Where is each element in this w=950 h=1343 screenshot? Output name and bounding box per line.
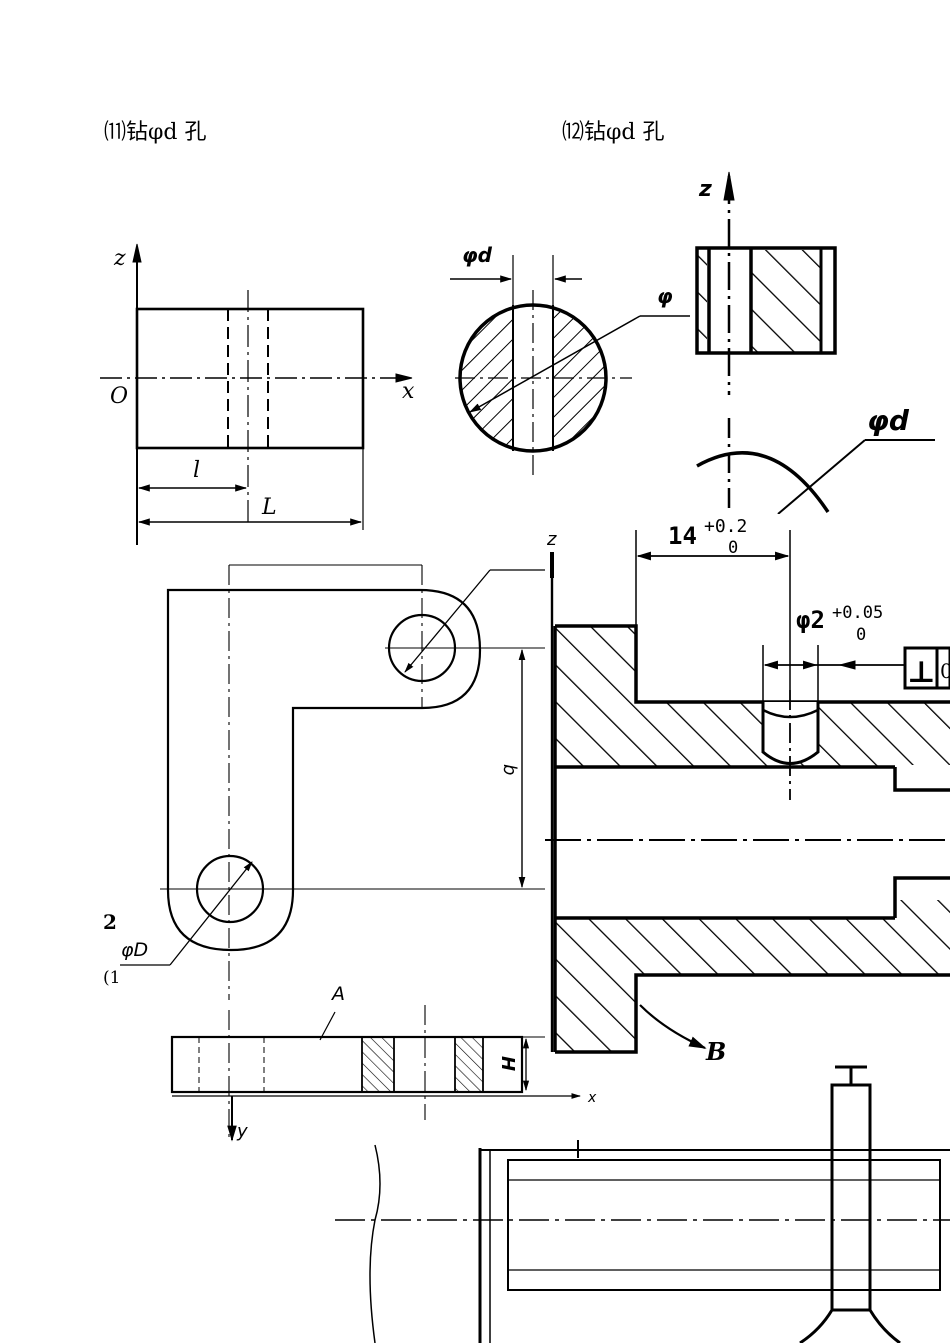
- fig3-dim-b-label: b: [499, 764, 520, 775]
- fig1-dim-l-label: l: [193, 458, 200, 483]
- fig1-phid-label: φd: [462, 243, 493, 267]
- section-outline: [170, 1035, 524, 1094]
- drill-flare-left: [799, 1309, 834, 1343]
- fig1-x-label: x: [402, 379, 415, 404]
- label-A-leader: [319, 1011, 336, 1041]
- fig4-perpendicularity-symbol: ⊥: [907, 655, 936, 690]
- caption-11: ⑾钻φd 孔: [104, 120, 207, 145]
- fragment-paren: (1: [103, 968, 121, 988]
- fig4-perpendicularity-value: 0: [940, 659, 950, 683]
- bore: [555, 767, 950, 918]
- fig4-label-B: B: [705, 1037, 726, 1066]
- lower-outline: [555, 973, 950, 1054]
- upper-hole-leader: [404, 569, 491, 673]
- caption-12: ⑿钻φd 孔: [562, 120, 665, 145]
- l-link-outline: [166, 588, 482, 952]
- block-outline: [135, 307, 365, 450]
- fig3-dim-H-label: H: [497, 1056, 518, 1071]
- section-hatch-2: [454, 1036, 484, 1093]
- fig1-dim-L-label: L: [261, 495, 277, 520]
- fig4-z-label: z: [546, 529, 557, 550]
- drill-z-arrow: [723, 171, 735, 201]
- x-axis-arrow: [395, 373, 413, 383]
- figure-circle-section: [450, 255, 690, 475]
- fig4-phi2-upper-tol: +0.05: [832, 603, 883, 623]
- fig3-label-A: A: [330, 983, 345, 1005]
- fragment-number: 2: [103, 910, 117, 934]
- phi-leader: [468, 315, 641, 413]
- section-hatch-1: [361, 1036, 395, 1093]
- fig1-z-label: z: [113, 246, 126, 271]
- z-axis-arrow: [132, 243, 142, 263]
- fig2-phid-label: φd: [867, 404, 910, 437]
- fig4-dim14-label: 14: [668, 522, 697, 550]
- break-line: [369, 1144, 381, 1343]
- fig3-x-label: x: [587, 1090, 597, 1106]
- assembly-shaft: [507, 1159, 941, 1291]
- phid-leader-2: [777, 439, 866, 515]
- fig4-dim14-upper-tol: +0.2: [704, 516, 747, 537]
- drill-bushing: [830, 1083, 872, 1312]
- drill-flare-right: [868, 1309, 901, 1343]
- figure-bottom-assembly: [335, 1065, 950, 1343]
- drill-hatch-right: [751, 250, 821, 352]
- figure-block-front-view: [100, 243, 413, 545]
- drill-hatch-left: [697, 250, 707, 352]
- drill-arc: [696, 451, 830, 513]
- upper-hatch: [555, 626, 950, 767]
- fig2-z-label: z: [698, 177, 712, 202]
- bore-step-top: [893, 767, 950, 792]
- fig4-dim14-lower-tol: 0: [728, 538, 738, 558]
- fig3-phiD-label: φD: [121, 939, 148, 961]
- fig3-y-label: y: [236, 1121, 248, 1142]
- tolerance-frame: [903, 646, 950, 690]
- lower-hole-leader: [169, 861, 253, 966]
- fig4-phi2-label: φ2: [796, 606, 825, 634]
- fig4-phi2-lower-tol: 0: [856, 625, 866, 645]
- label-B-leader: [639, 1004, 707, 1050]
- perp-leader-arrow: [838, 660, 856, 670]
- figure-drill-view: [695, 171, 935, 515]
- fig1-phi-label: φ: [657, 284, 673, 308]
- figure-l-link: [120, 564, 581, 1142]
- fig1-origin-label: O: [110, 384, 128, 409]
- lower-hatch: [555, 900, 950, 1052]
- figure-shaft-section: [545, 530, 950, 1054]
